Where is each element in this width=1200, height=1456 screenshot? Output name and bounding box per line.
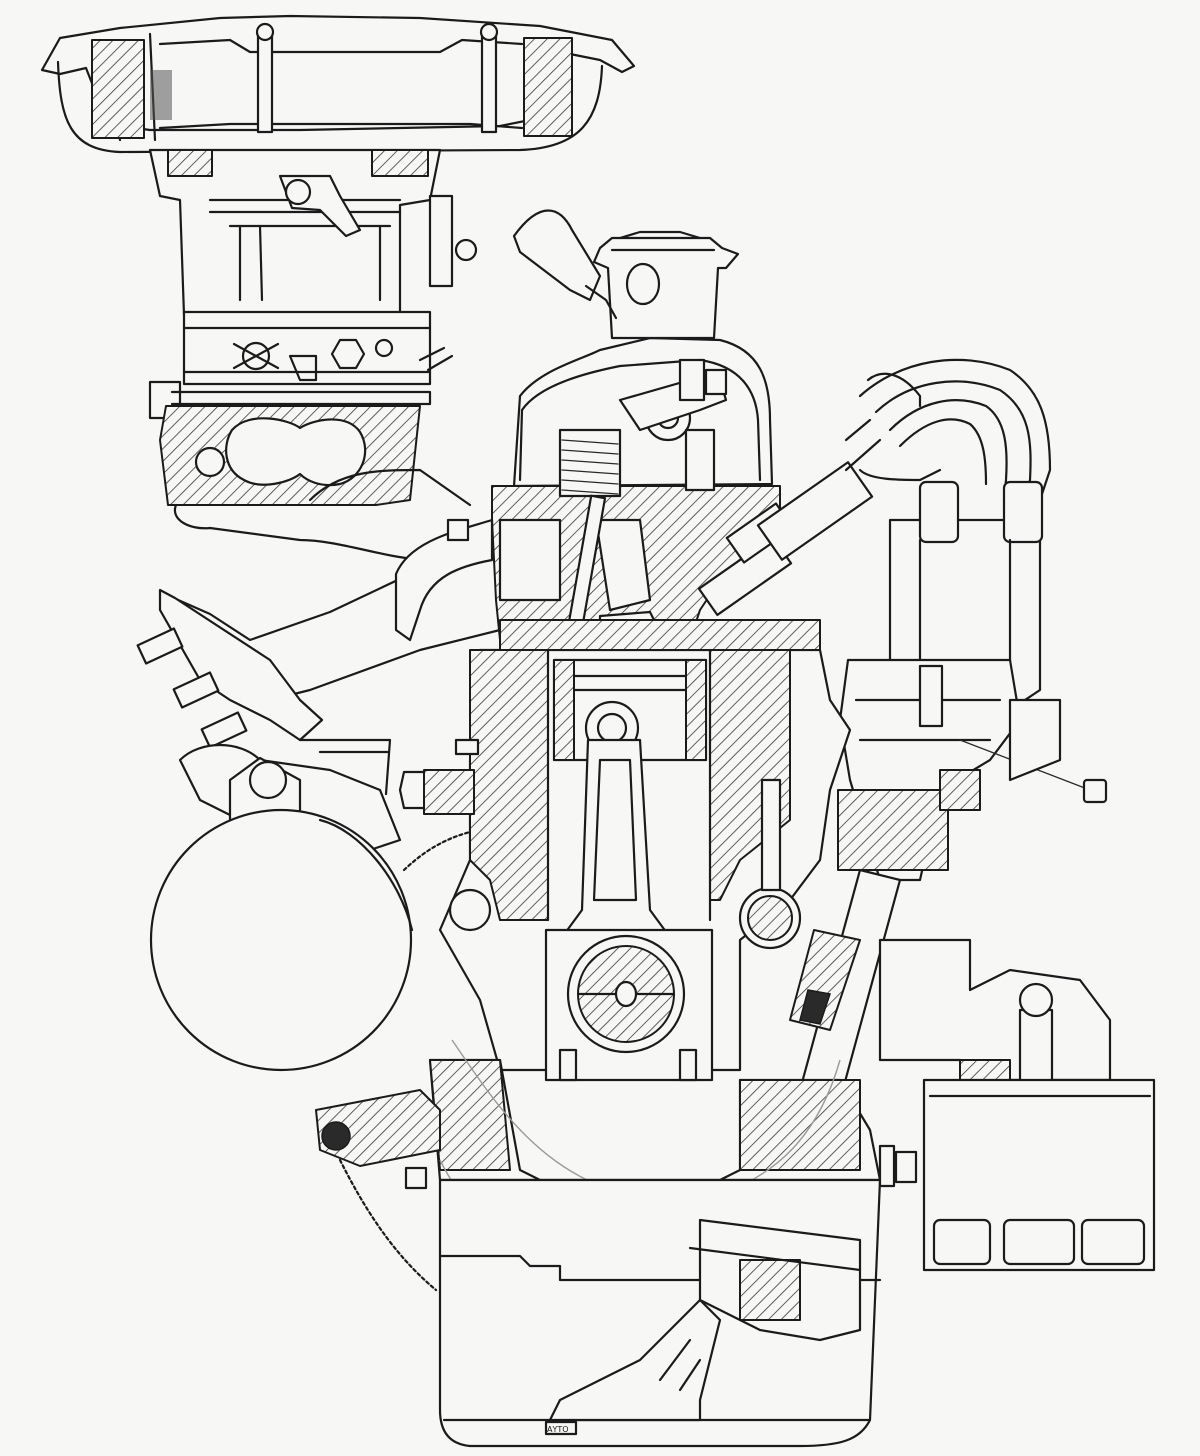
spark-plug xyxy=(668,461,874,652)
piston xyxy=(552,658,708,762)
oil-filter-canister xyxy=(922,1078,1156,1272)
connecting-rod xyxy=(544,738,714,1082)
stamp: ΑΥΤΟ xyxy=(547,1425,569,1434)
oil-pump xyxy=(688,1218,862,1342)
inlet-manifold xyxy=(159,405,482,562)
rocker-shaft xyxy=(618,358,728,492)
camshaft xyxy=(738,778,802,950)
starter-motor xyxy=(149,743,414,1072)
flywheel-ring-gear xyxy=(338,830,472,1292)
carburettor xyxy=(148,148,478,420)
ht-leads xyxy=(844,358,1052,502)
exhaust-manifold xyxy=(136,543,502,796)
cylinder-head xyxy=(394,485,822,642)
distributor-body xyxy=(837,658,1108,882)
engine-mount-bracket xyxy=(315,1089,441,1190)
oil-filler-cap xyxy=(512,209,740,340)
bolts xyxy=(398,518,918,1188)
stamp-text: ΑΥΤΟ xyxy=(547,1425,569,1434)
air-filter xyxy=(40,14,636,154)
